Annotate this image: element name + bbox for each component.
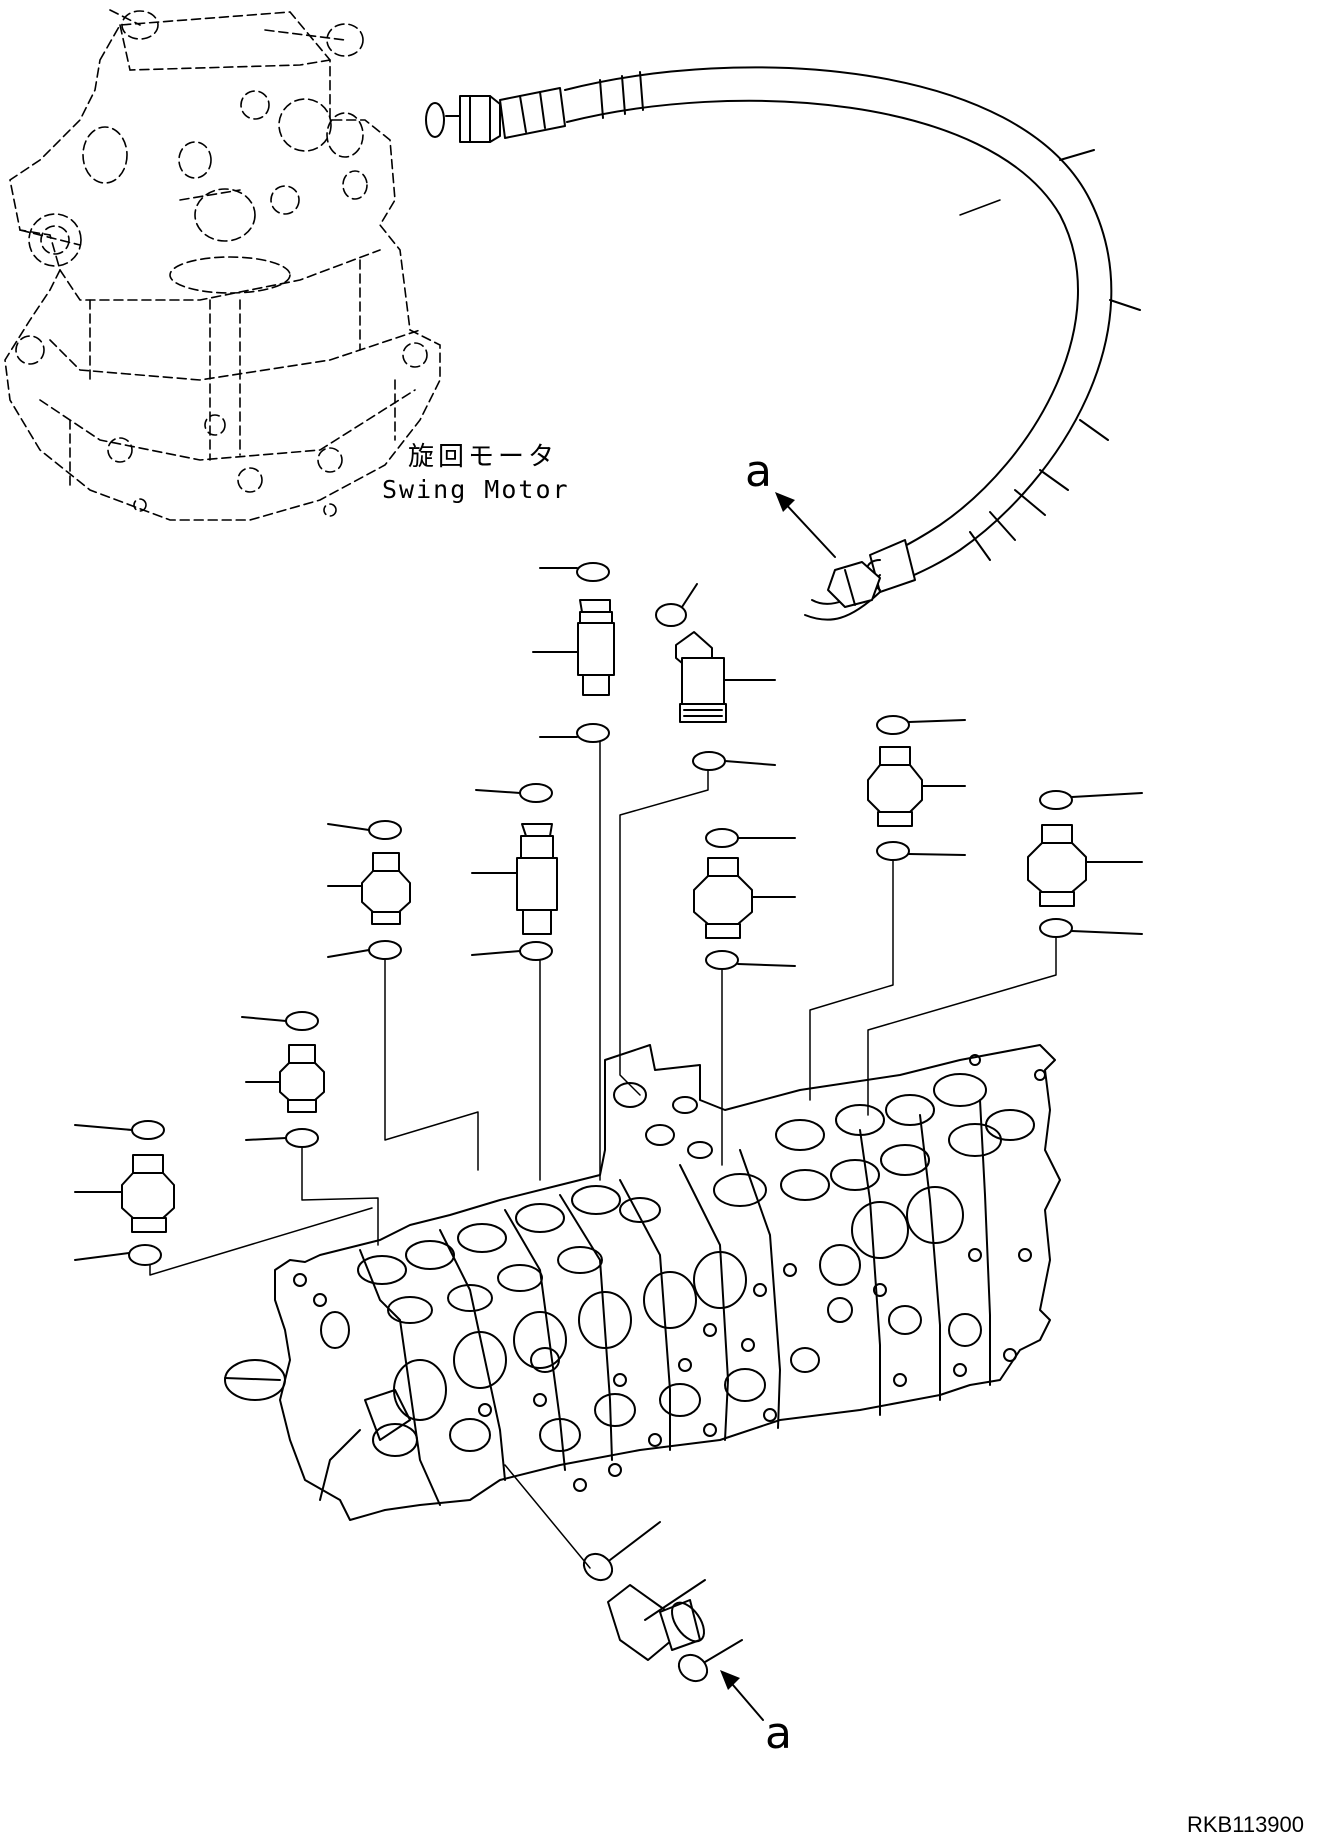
view-mark-a-bottom: a	[765, 1708, 792, 1759]
part-relief-valve-3	[504, 1464, 743, 1683]
swing-motor-label-en: Swing Motor	[382, 475, 570, 504]
part-elbow-fitting	[655, 583, 776, 771]
part-relief-valve-1	[532, 562, 615, 743]
control-valve	[224, 1044, 1061, 1521]
part-plug-4	[327, 820, 411, 960]
swing-motor	[4, 9, 441, 521]
swing-motor-label-jp: 旋回モータ	[408, 442, 558, 472]
view-mark-a-top: a	[745, 446, 772, 497]
view-arrow-top	[781, 499, 836, 558]
part-plug-3	[693, 828, 796, 970]
part-plug-5	[241, 1011, 325, 1148]
part-plug-1	[867, 715, 966, 861]
hose-nut-motor	[459, 95, 501, 143]
hose-nut-valve	[827, 561, 881, 608]
hose-assembly	[425, 66, 1141, 621]
part-plug-6	[74, 1120, 175, 1266]
hose-o-ring	[425, 102, 445, 138]
leader-lines	[149, 741, 1057, 1276]
part-relief-valve-2	[471, 783, 558, 961]
drawing-code: RKB113900	[1187, 1812, 1304, 1837]
part-plug-2	[1027, 790, 1143, 938]
